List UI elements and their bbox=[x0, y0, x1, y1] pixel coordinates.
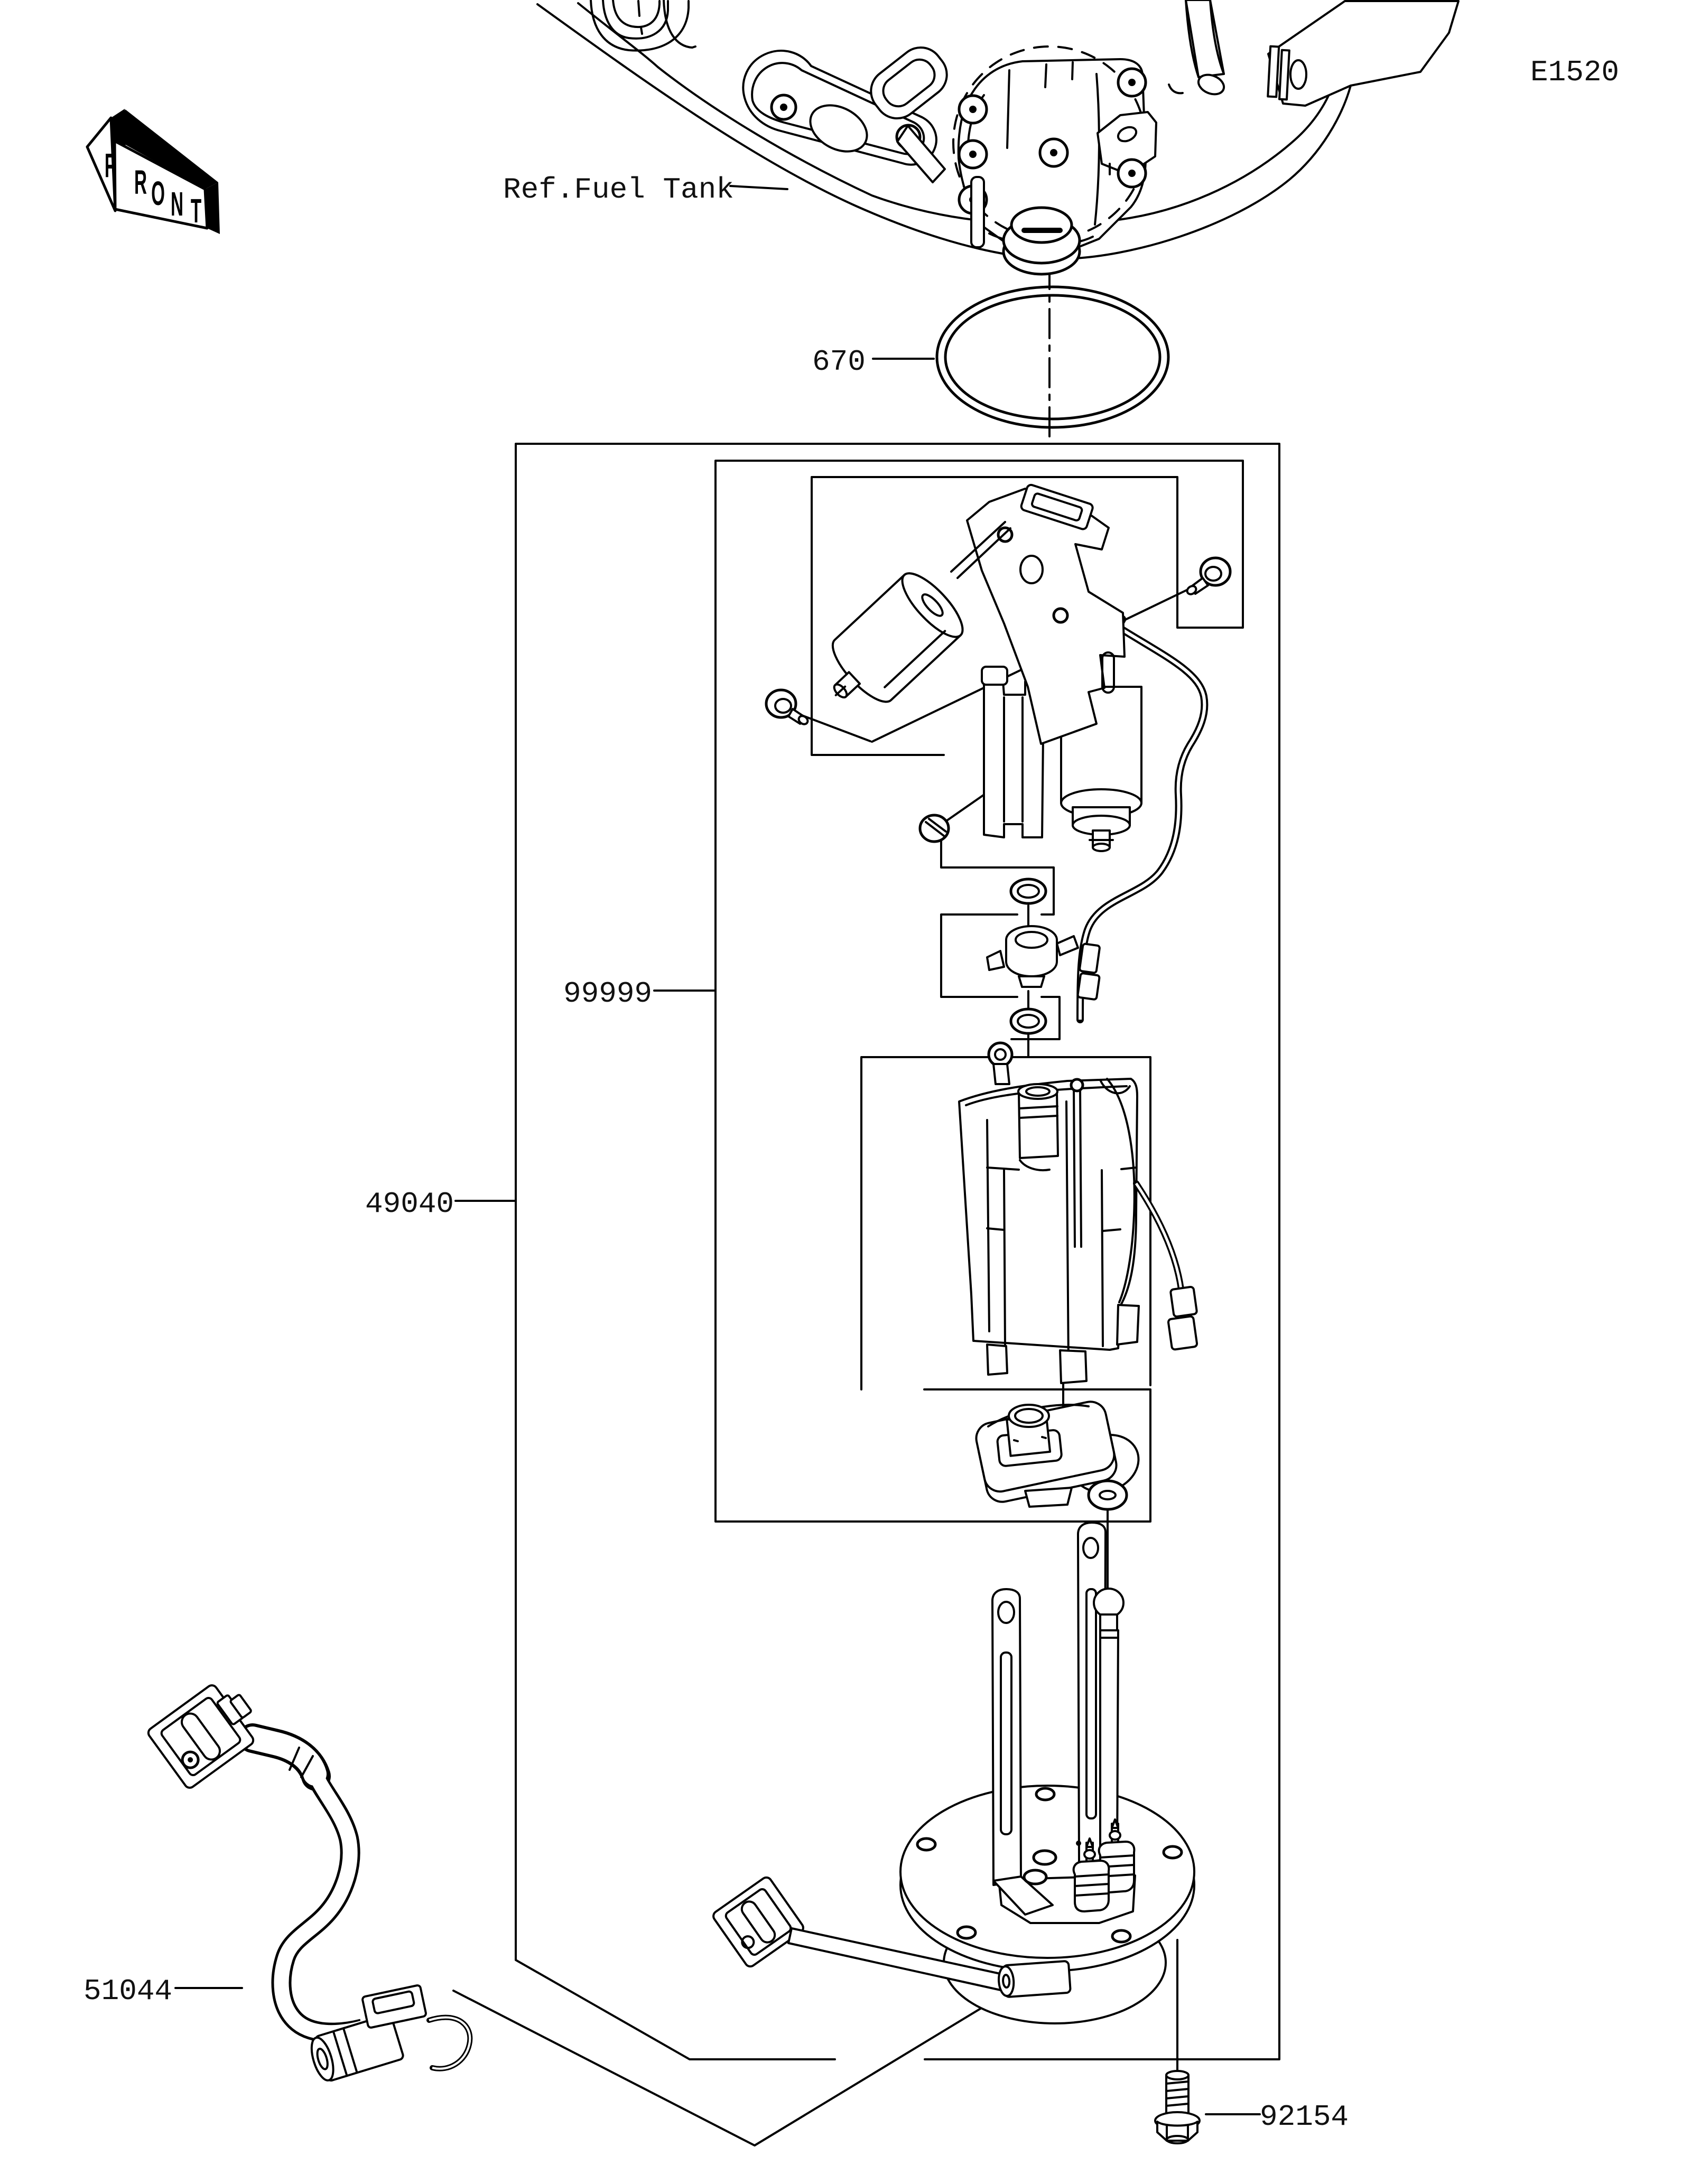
svg-text:670: 670 bbox=[812, 345, 866, 379]
svg-text:O: O bbox=[151, 174, 165, 212]
svg-text:T: T bbox=[191, 192, 201, 230]
svg-text:R: R bbox=[134, 163, 147, 201]
svg-text:Ref.Fuel Tank: Ref.Fuel Tank bbox=[503, 173, 734, 207]
svg-text:F: F bbox=[105, 146, 115, 184]
svg-text:E1520: E1520 bbox=[1530, 55, 1619, 89]
svg-text:99999: 99999 bbox=[563, 977, 652, 1011]
svg-text:92154: 92154 bbox=[1260, 2100, 1349, 2134]
svg-text:49040: 49040 bbox=[365, 1187, 454, 1221]
svg-text:N: N bbox=[171, 185, 183, 223]
svg-text:51044: 51044 bbox=[83, 1974, 172, 2008]
